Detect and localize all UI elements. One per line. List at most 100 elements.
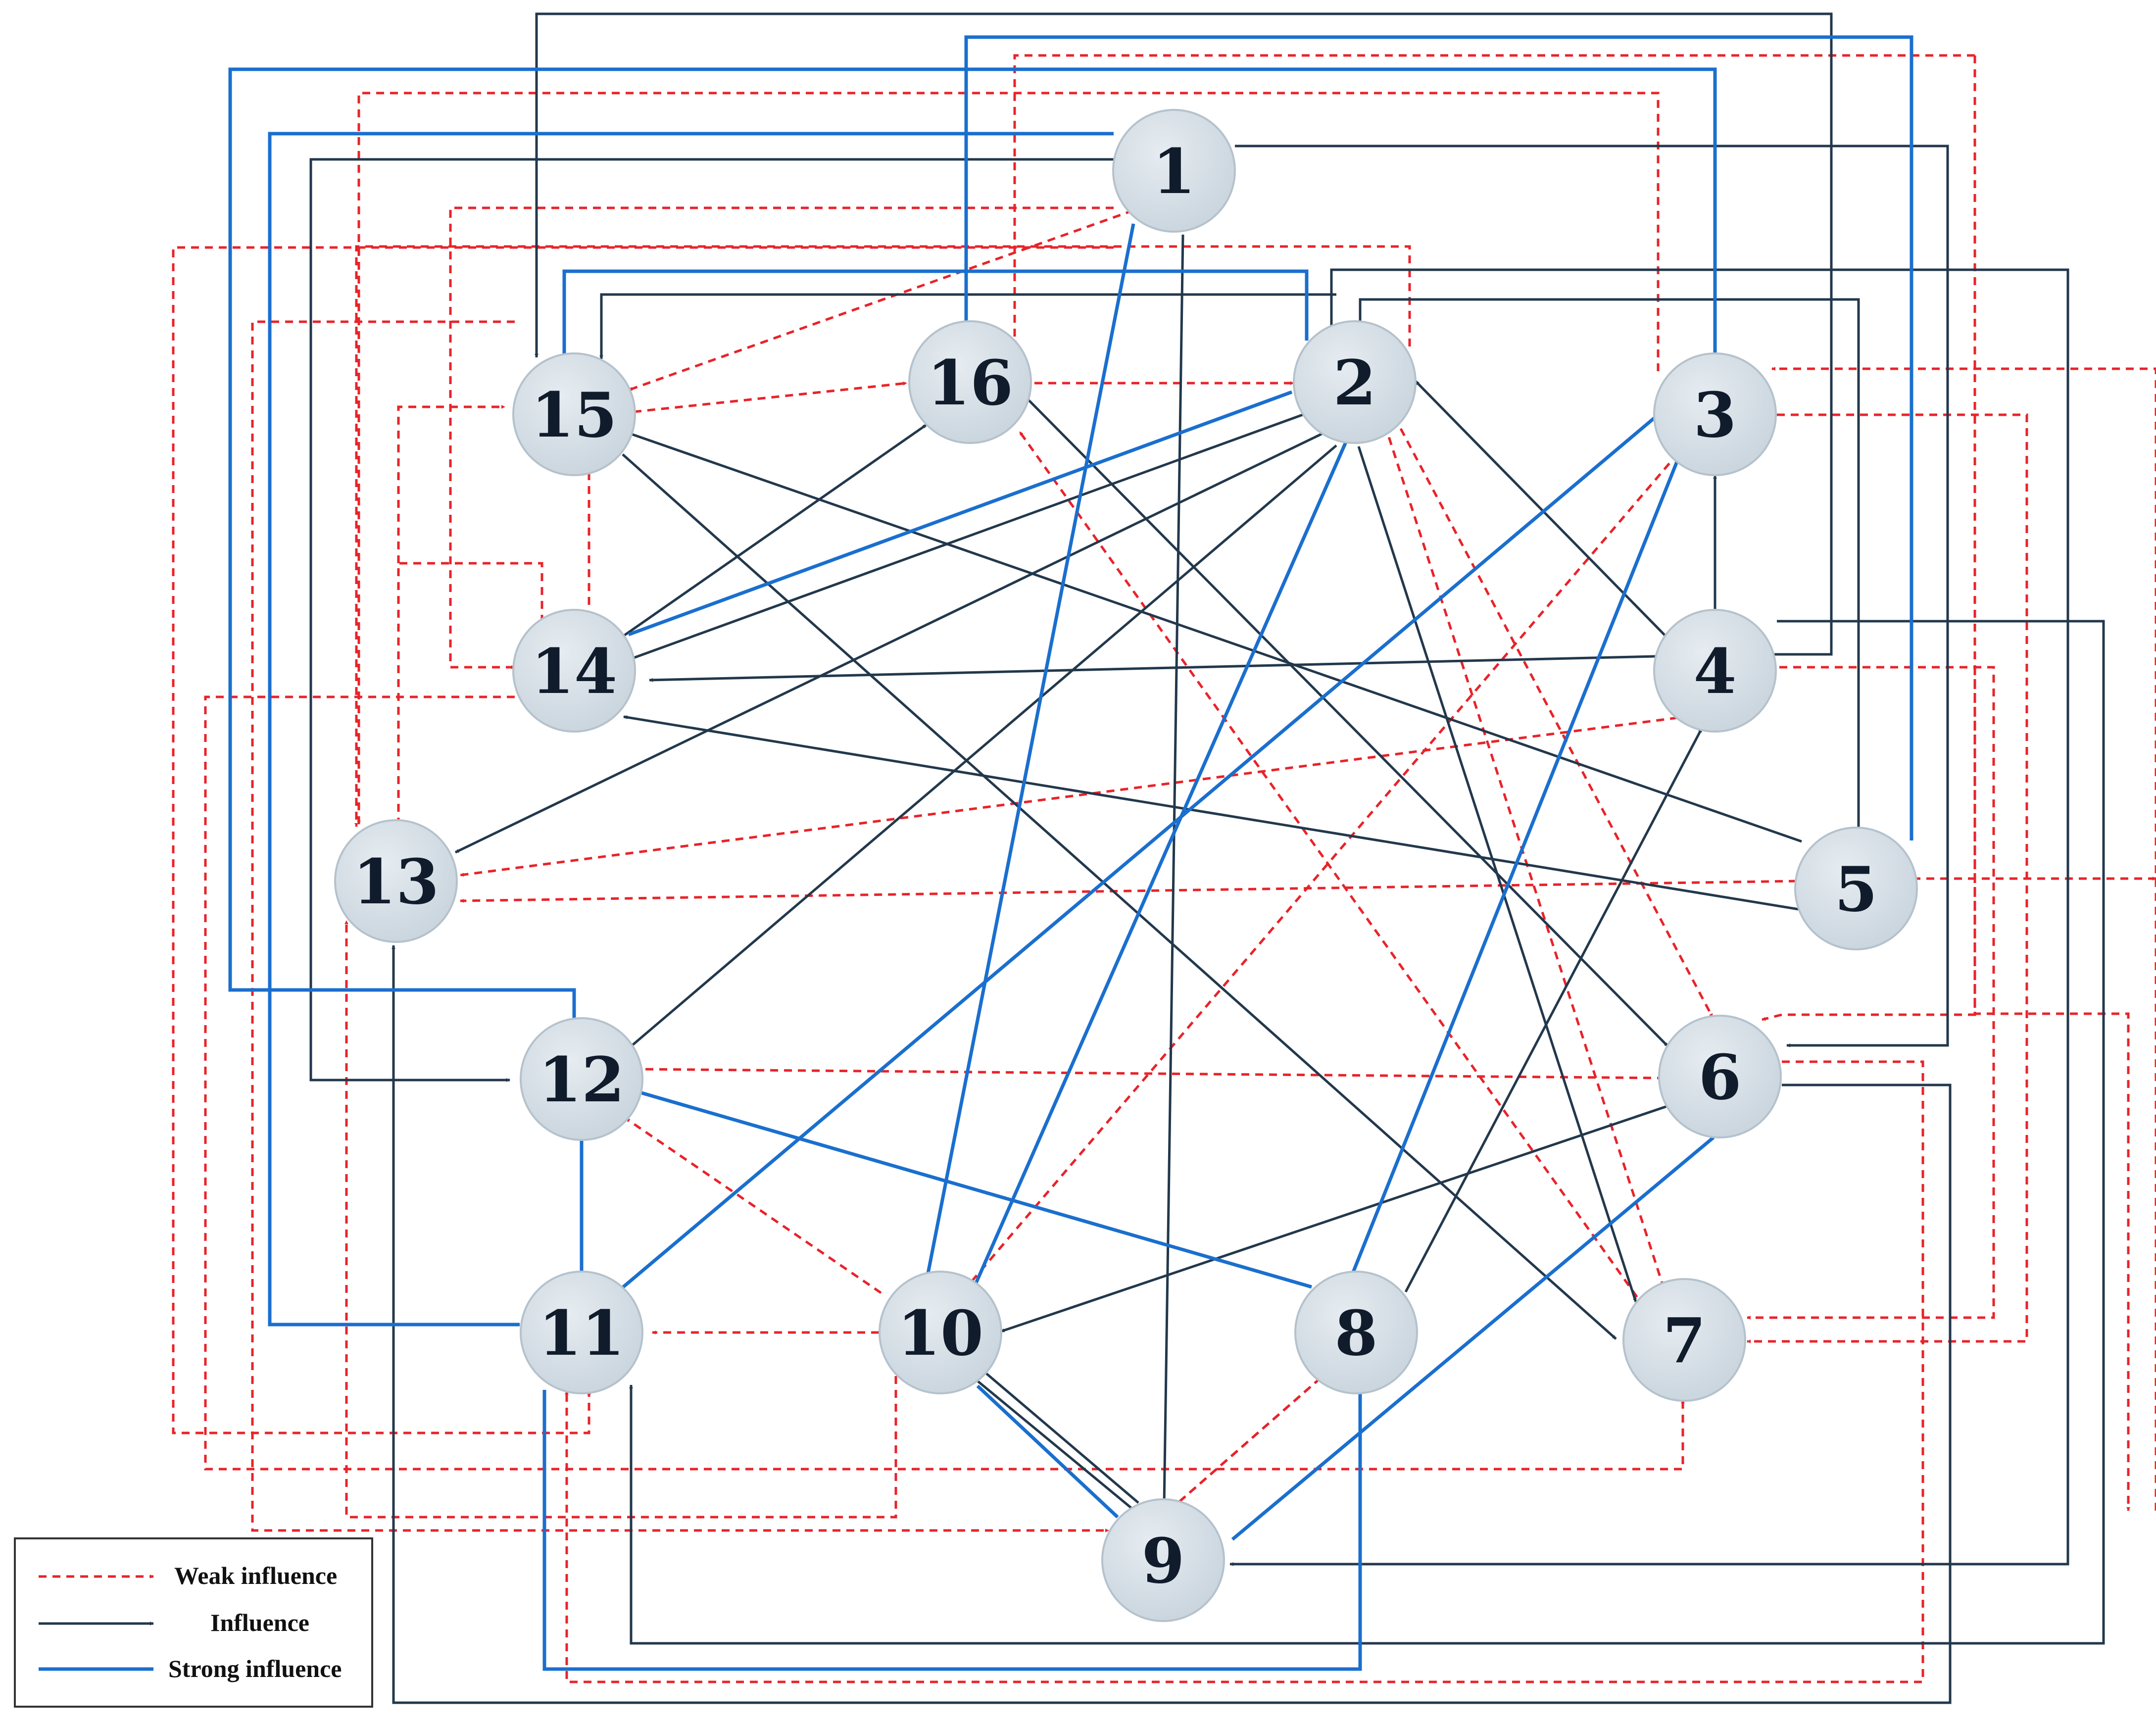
edge-inf-5-15 [628, 432, 1802, 843]
edge-weak-6-12 [638, 1067, 1666, 1080]
edge-weak-10-12 [625, 1117, 882, 1294]
edge-weak-14-9 [251, 320, 1109, 1532]
node-13-label: 13 [353, 846, 439, 918]
node-9: 9 [1101, 1498, 1225, 1622]
edge-inf-16-6 [1028, 399, 1669, 1047]
edge-weak-1-11-a [172, 246, 1114, 1434]
edge-inf-13-top [1229, 268, 2069, 1566]
edge-weak-7-16 [1018, 431, 1655, 1321]
edge-inf-2-15 [599, 293, 1336, 359]
node-11-label: 11 [539, 1297, 625, 1370]
legend-weak-label: Weak influence [174, 1562, 337, 1589]
edge-weak-top-16 [1013, 54, 1975, 345]
edge-inf-5-14 [623, 715, 1802, 911]
edge-weak-1-13-b [357, 92, 1660, 825]
node-16: 16 [908, 320, 1032, 444]
node-10: 10 [879, 1271, 1002, 1394]
node-12-label: 12 [539, 1044, 625, 1116]
edge-weak-2-6 [1399, 428, 1714, 1018]
node-3: 3 [1653, 352, 1777, 476]
node-1-label: 1 [1153, 136, 1196, 208]
edge-weak-1-15 [628, 209, 1134, 392]
node-14-label: 14 [531, 636, 617, 708]
edge-weak-15-side [397, 405, 505, 563]
edge-inf-4-15 [535, 12, 1833, 656]
node-8: 8 [1294, 1271, 1418, 1394]
node-7: 7 [1622, 1278, 1746, 1402]
node-12: 12 [520, 1017, 643, 1141]
edge-inf-4-14 [649, 655, 1656, 682]
edge-strong-14-2 [628, 390, 1293, 637]
edge-strong-1-11 [268, 132, 1114, 1327]
legend-strong-label: Strong influence [168, 1655, 342, 1682]
edge-inf-6-13 [392, 945, 1952, 1704]
legend-influence-label: Influence [210, 1609, 309, 1636]
node-3-label: 3 [1694, 379, 1737, 451]
edge-weak-3-7 [1747, 413, 2028, 1343]
edge-inf-2-12 [628, 444, 1337, 1049]
nodes: 1 2 3 4 5 6 7 8 [334, 109, 1918, 1622]
edge-weak-4-6 [1762, 667, 1976, 1021]
node-6-label: 6 [1699, 1041, 1742, 1114]
edge-weak-7-2 [1384, 427, 1666, 1289]
node-15: 15 [512, 352, 636, 476]
edge-inf-14-16 [620, 423, 928, 639]
edge-inf-6-10 [1000, 1105, 1667, 1333]
edge-inf-1-9 [1162, 234, 1184, 1505]
edge-weak-1-14 [449, 206, 1114, 669]
node-14: 14 [512, 609, 636, 733]
edge-strong-15-2 [562, 269, 1309, 360]
node-6: 6 [1658, 1015, 1782, 1138]
node-8-label: 8 [1335, 1297, 1378, 1370]
node-15-label: 15 [531, 379, 617, 451]
edge-inf-2-14 [629, 412, 1307, 661]
edge-weak-14-7 [204, 695, 1685, 1471]
edge-strong-9-6 [1231, 1136, 1715, 1541]
edge-inf-4-11 [629, 620, 2105, 1645]
node-10-label: 10 [897, 1297, 983, 1370]
node-16-label: 16 [927, 347, 1013, 419]
edge-weak-13-14 [397, 562, 544, 826]
edge-inf-2-13 [454, 430, 1327, 854]
edge-inf-5-2 [1358, 298, 1860, 839]
edge-weak-3-16 [1973, 55, 2130, 1511]
edge-strong-8-3 [1345, 458, 1680, 1288]
strong-influence-edges [228, 35, 1913, 1671]
edge-strong-3-12 [228, 67, 1717, 1028]
edge-weak-15-16 [633, 381, 907, 413]
edge-inf-1-12 [309, 158, 1114, 1082]
edge-weak-5-13 [460, 880, 1797, 903]
edge-weak-4-7 [1747, 666, 1995, 1320]
node-7-label: 7 [1663, 1305, 1706, 1377]
edge-strong-10-9 [976, 1384, 1119, 1519]
edge-inf-1-6 [1235, 145, 1949, 1047]
edge-weak-2-13 [354, 245, 1411, 827]
node-9-label: 9 [1142, 1525, 1185, 1597]
edge-weak-10-3 [962, 452, 1679, 1293]
edge-weak-10-13 [344, 920, 897, 1519]
edge-inf-9-10 [979, 1367, 1139, 1504]
weak-influence-edges [172, 54, 2156, 1683]
node-13: 13 [334, 819, 458, 943]
edge-inf-15-7 [622, 453, 1617, 1340]
node-2-label: 2 [1333, 347, 1376, 419]
node-4-label: 4 [1694, 636, 1737, 708]
node-1: 1 [1112, 109, 1236, 233]
edge-inf-8-4 [1404, 728, 1703, 1293]
legend: Weak influence Influence Strong influenc… [14, 1537, 373, 1708]
edge-strong-1-10 [923, 223, 1135, 1291]
influence-edges [309, 12, 2105, 1704]
edge-strong-3-11 [615, 413, 1660, 1294]
edge-strong-8-12 [636, 1089, 1312, 1289]
node-11: 11 [520, 1271, 643, 1394]
edge-strong-2-10 [971, 435, 1351, 1292]
node-5-label: 5 [1835, 853, 1878, 926]
node-5: 5 [1794, 827, 1918, 950]
edge-strong-8-11 [542, 1389, 1362, 1671]
node-4: 4 [1653, 609, 1777, 733]
edge-weak-8-9 [1168, 1377, 1322, 1512]
node-2: 2 [1293, 320, 1417, 444]
edge-weak-4-13 [460, 716, 1678, 877]
edge-inf-10-9 [977, 1380, 1140, 1516]
